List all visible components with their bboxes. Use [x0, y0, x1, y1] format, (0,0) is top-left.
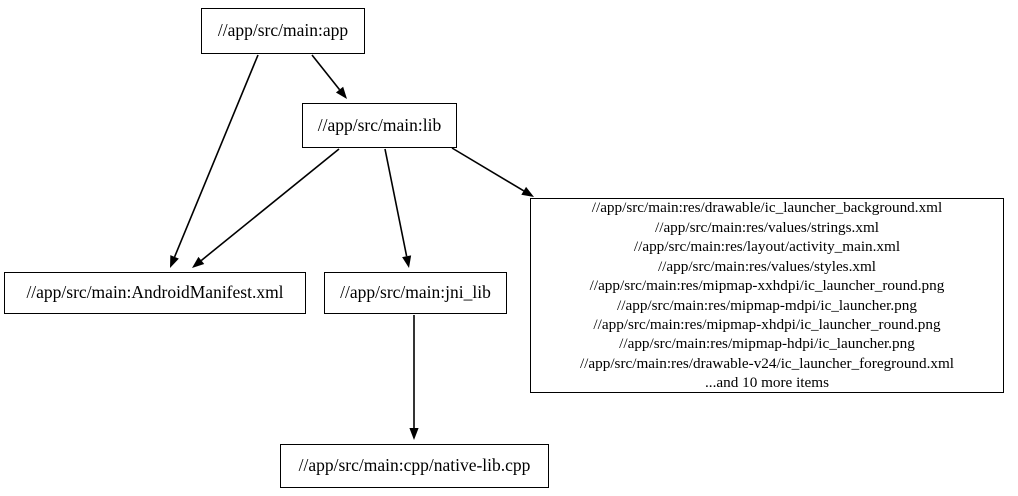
- edge-jni-lib-to-native-lib: [409, 315, 419, 440]
- node-android-manifest-label: //app/src/main:AndroidManifest.xml: [26, 282, 284, 303]
- node-app[interactable]: //app/src/main:app: [201, 8, 365, 54]
- node-app-label: //app/src/main:app: [217, 20, 349, 41]
- edge-app-to-lib: [311, 54, 347, 99]
- node-native-lib-label: //app/src/main:cpp/native-lib.cpp: [298, 455, 531, 476]
- node-native-lib[interactable]: //app/src/main:cpp/native-lib.cpp: [280, 444, 549, 488]
- node-resources[interactable]: //app/src/main:res/drawable/ic_launcher_…: [530, 198, 1004, 393]
- node-lib[interactable]: //app/src/main:lib: [302, 103, 457, 148]
- node-jni-lib[interactable]: //app/src/main:jni_lib: [324, 272, 507, 314]
- edge-lib-to-resources: [451, 147, 534, 197]
- edge-app-to-manifest: [170, 54, 259, 268]
- node-jni-lib-label: //app/src/main:jni_lib: [340, 282, 491, 303]
- node-android-manifest[interactable]: //app/src/main:AndroidManifest.xml: [4, 272, 306, 314]
- edge-lib-to-manifest: [192, 148, 340, 268]
- node-resources-label: //app/src/main:res/drawable/ic_launcher_…: [579, 199, 955, 392]
- node-lib-label: //app/src/main:lib: [317, 114, 442, 135]
- edge-lib-to-jni-lib: [384, 148, 412, 268]
